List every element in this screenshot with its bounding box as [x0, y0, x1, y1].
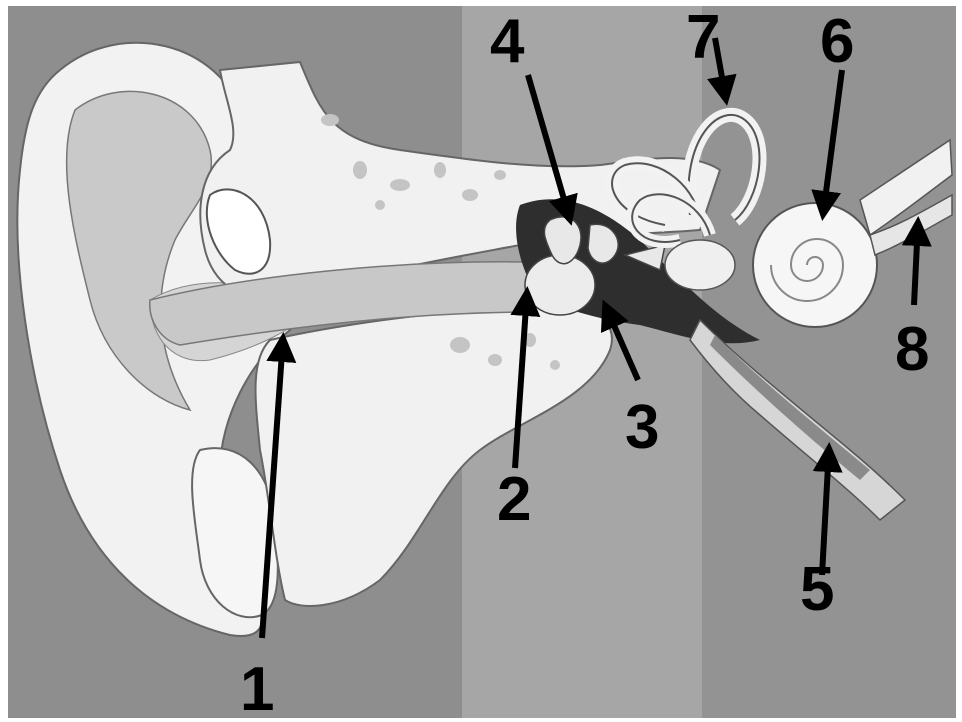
label-7: 7 [686, 3, 720, 72]
label-1: 1 [240, 655, 274, 722]
bone-spot [353, 161, 367, 179]
label-6: 6 [820, 7, 854, 76]
bone-spot [450, 337, 470, 353]
label-3: 3 [625, 393, 659, 462]
label-5: 5 [800, 555, 834, 624]
label-2: 2 [497, 465, 531, 534]
bone-spot [375, 200, 385, 210]
cochlea [753, 203, 877, 327]
label-8: 8 [895, 315, 929, 384]
bone-spot [550, 360, 560, 370]
label-4: 4 [490, 7, 525, 76]
bone-spot [494, 170, 506, 180]
bone-spot [462, 189, 478, 201]
vestibule [665, 240, 735, 290]
arrow-8 [914, 222, 918, 305]
bone-spot [488, 354, 502, 366]
bone-spot [390, 179, 410, 191]
bone-spot [321, 114, 339, 126]
bone-spot [434, 162, 446, 178]
